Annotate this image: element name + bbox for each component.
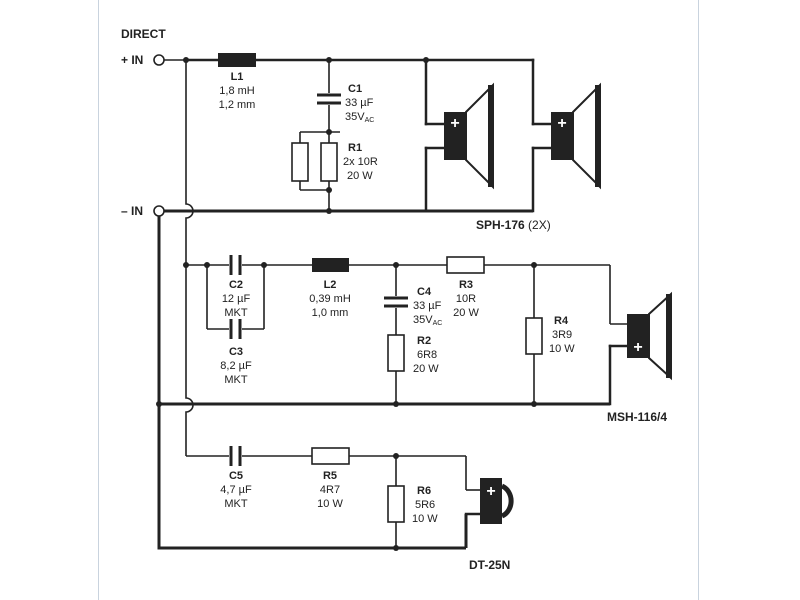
R3-power: 20 W — [453, 307, 479, 319]
resistor-R3 — [446, 256, 485, 274]
woofer-label: SPH-176 (2X) — [476, 218, 551, 232]
mid-speaker: + — [627, 291, 672, 381]
R4-power: 10 W — [549, 343, 575, 355]
C4-voltage: 35VAC — [413, 314, 442, 327]
R6-name: R6 — [417, 485, 431, 497]
direct-header: DIRECT — [121, 27, 166, 41]
R2-power: 20 W — [413, 363, 439, 375]
tweeter-label: DT-25N — [469, 558, 510, 572]
resistor-R1b — [320, 142, 338, 182]
junction — [393, 401, 399, 407]
resistor-R2 — [387, 334, 405, 372]
C2-name: C2 — [229, 279, 243, 291]
L1-wire: 1,2 mm — [219, 99, 256, 111]
L2-value: 0,39 mH — [309, 293, 351, 305]
minus-in-terminal — [153, 205, 165, 217]
resistor-R1a — [291, 142, 309, 182]
junction — [326, 208, 332, 214]
page-border-left — [98, 0, 99, 600]
C2-value: 12 µF — [222, 293, 251, 305]
junction — [326, 187, 332, 193]
C4-name: C4 — [417, 286, 432, 298]
R3-value: 10R — [456, 293, 476, 305]
C1-value: 33 µF — [345, 97, 374, 109]
resistor-R4 — [525, 317, 543, 355]
junction — [423, 57, 429, 63]
svg-text:+: + — [633, 339, 642, 356]
inductor-L2 — [312, 258, 349, 272]
R1-power: 20 W — [347, 170, 373, 182]
C5-name: C5 — [229, 470, 243, 482]
junction — [393, 545, 399, 551]
L2-name: L2 — [324, 279, 337, 291]
resistor-R6 — [387, 485, 405, 523]
L2-wire: 1,0 mm — [312, 307, 349, 319]
R1-value: 2x 10R — [343, 156, 378, 168]
woofer-speaker-1: + — [444, 82, 494, 190]
C5-value: 4,7 µF — [220, 484, 252, 496]
R6-power: 10 W — [412, 513, 438, 525]
positive-bus — [185, 60, 194, 456]
L1-value: 1,8 mH — [219, 85, 255, 97]
svg-text:+: + — [557, 115, 566, 132]
C1-name: C1 — [348, 83, 362, 95]
R5-name: R5 — [323, 470, 337, 482]
minus-in-label: – IN — [121, 204, 143, 218]
C1-voltage: 35VAC — [345, 111, 374, 124]
R5-value: 4R7 — [320, 484, 340, 496]
C3-name: C3 — [229, 346, 243, 358]
inductor-L1 — [218, 53, 256, 67]
L1-name: L1 — [231, 71, 244, 83]
junction — [531, 401, 537, 407]
C5-type: MKT — [224, 498, 248, 510]
C4-value: 33 µF — [413, 300, 442, 312]
C3-type: MKT — [224, 374, 248, 386]
mid-speaker-label: MSH-116/4 — [607, 410, 667, 424]
woofer-speaker-2: + — [551, 82, 601, 190]
plus-in-label: + IN — [121, 53, 143, 67]
R6-value: 5R6 — [415, 499, 435, 511]
R4-value: 3R9 — [552, 329, 572, 341]
R2-name: R2 — [417, 335, 431, 347]
negative-bus — [157, 216, 466, 550]
C3-value: 8,2 µF — [220, 360, 252, 372]
R1-name: R1 — [348, 142, 362, 154]
resistor-R5 — [311, 447, 350, 465]
junction — [156, 401, 162, 407]
plus-in-terminal — [153, 54, 165, 66]
tweeter-speaker: + — [480, 478, 514, 524]
svg-text:+: + — [486, 483, 495, 500]
C2-type: MKT — [224, 307, 248, 319]
page-border-right — [698, 0, 699, 600]
R4-name: R4 — [554, 315, 569, 327]
R5-power: 10 W — [317, 498, 343, 510]
R2-value: 6R8 — [417, 349, 437, 361]
svg-text:+: + — [450, 115, 459, 132]
R3-name: R3 — [459, 279, 473, 291]
